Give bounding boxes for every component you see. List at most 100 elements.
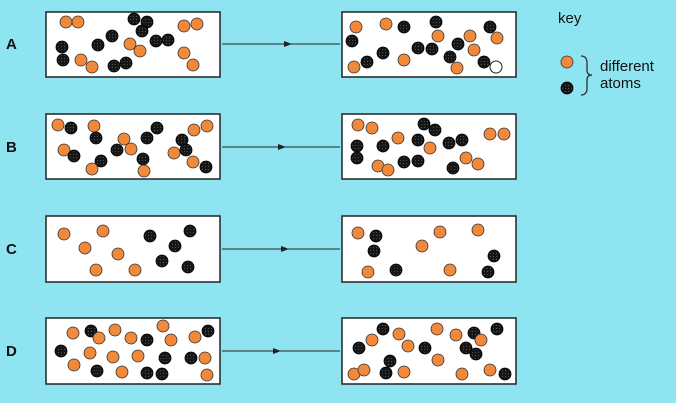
atom-orange [455, 367, 469, 381]
atom-orange [347, 60, 361, 74]
atom-orange [200, 119, 214, 133]
atom-orange [349, 20, 363, 34]
atom-black-texture [471, 349, 481, 359]
atom-black-texture [399, 157, 409, 167]
row-a [45, 11, 517, 78]
row-a-after-atoms [345, 15, 504, 75]
key-label-line2: atoms [600, 75, 641, 92]
atom-black-texture [489, 251, 499, 261]
atom-black-texture [92, 366, 102, 376]
atom-black-texture [91, 133, 101, 143]
atom-orange [449, 328, 463, 342]
atom-orange [467, 43, 481, 57]
atom-orange [431, 353, 445, 367]
atom-black-texture [107, 31, 117, 41]
atom-black-texture [145, 231, 155, 241]
atom-orange [365, 333, 379, 347]
atom-orange [67, 358, 81, 372]
atom-orange [357, 363, 371, 377]
atom-black-texture [347, 36, 357, 46]
atom-black-texture [371, 231, 381, 241]
atom-orange [57, 227, 71, 241]
atom-black-texture [137, 26, 147, 36]
atom-orange [361, 265, 375, 279]
key-symbols [560, 55, 593, 96]
row-d-after-atoms [347, 322, 512, 381]
atom-orange [459, 151, 473, 165]
atom-black-texture [66, 123, 76, 133]
atom-black-texture [431, 17, 441, 27]
atom-orange [124, 331, 138, 345]
atom-black-texture [58, 55, 68, 65]
atom-black-texture [181, 145, 191, 155]
key-title: key [558, 10, 582, 27]
atom-black-texture [86, 326, 96, 336]
atom-black-texture [170, 241, 180, 251]
atom-black-texture [201, 162, 211, 172]
atom-orange [401, 339, 415, 353]
atom-orange [186, 155, 200, 169]
atom-orange [92, 331, 106, 345]
atom-black-texture [152, 123, 162, 133]
atom-orange [83, 346, 97, 360]
atom-black-texture [352, 141, 362, 151]
row-c-after-atoms [351, 223, 501, 279]
atom-black-texture [354, 343, 364, 353]
atom-black-texture [369, 246, 379, 256]
atom-orange [117, 132, 131, 146]
atom-orange [471, 157, 485, 171]
atom-white [489, 60, 503, 74]
atom-black-texture [362, 57, 372, 67]
atom-orange [74, 53, 88, 67]
atom-black-texture [121, 58, 131, 68]
atom-orange [391, 131, 405, 145]
atom-orange [431, 29, 445, 43]
atom-black-texture [151, 36, 161, 46]
atom-black-texture [185, 226, 195, 236]
atom-orange [463, 29, 477, 43]
atom-black-texture [352, 153, 362, 163]
atom-black-texture [378, 141, 388, 151]
atom-orange [415, 239, 429, 253]
atom-black-texture [56, 346, 66, 356]
atom-black-texture [420, 343, 430, 353]
row-c-before-atoms [57, 224, 197, 277]
atom-black-texture [427, 44, 437, 54]
atom-orange [78, 241, 92, 255]
atom-black-texture [461, 343, 471, 353]
atom-orange [497, 127, 511, 141]
key-brace [580, 55, 593, 96]
row-label-d: D [6, 343, 17, 360]
atom-black-texture [500, 369, 510, 379]
atom-orange [85, 60, 99, 74]
atom-orange [198, 351, 212, 365]
atom-black-texture [391, 265, 401, 275]
atom-orange [124, 142, 138, 156]
atom-black-texture [142, 133, 152, 143]
atom-black-texture [138, 154, 148, 164]
atom-black-texture [430, 125, 440, 135]
atom-orange [351, 226, 365, 240]
atom-black-texture [453, 39, 463, 49]
atom-black-texture [483, 267, 493, 277]
atom-orange [365, 121, 379, 135]
atom-orange [137, 164, 151, 178]
atom-black-texture [445, 52, 455, 62]
atom-black-texture [413, 156, 423, 166]
atom-orange [115, 365, 129, 379]
atom-black-texture [485, 22, 495, 32]
atom-black-texture [57, 42, 67, 52]
row-b-after-atoms [350, 117, 511, 177]
atom-black-texture [448, 163, 458, 173]
atom-orange [123, 37, 137, 51]
atom-black-texture [109, 61, 119, 71]
atom-orange [71, 15, 85, 29]
atom-black-texture [399, 22, 409, 32]
atom-black-texture [419, 119, 429, 129]
atom-black-texture [112, 145, 122, 155]
atom-black-texture [413, 135, 423, 145]
atom-orange [133, 44, 147, 58]
row-b-before-atoms [51, 118, 214, 178]
atom-orange [108, 323, 122, 337]
